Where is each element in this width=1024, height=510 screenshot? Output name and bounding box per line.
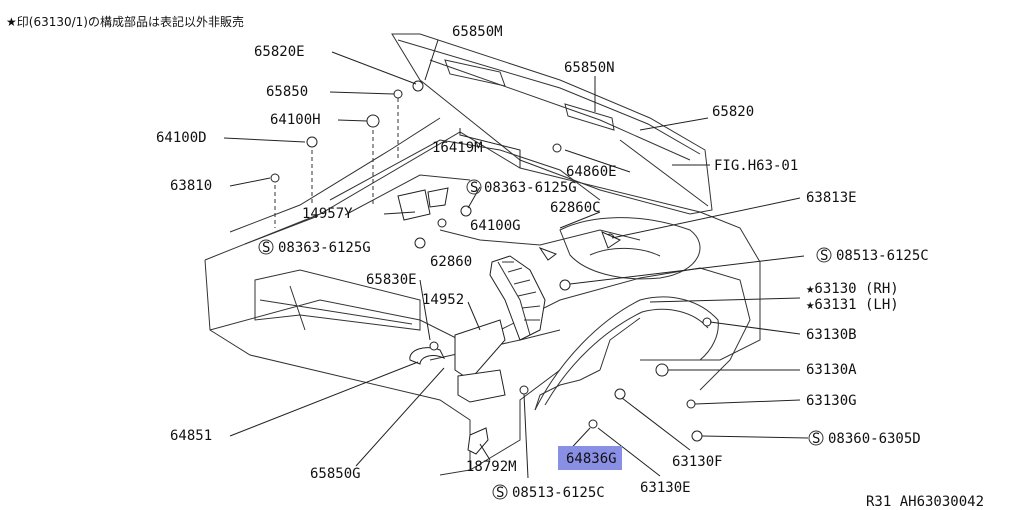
svg-text:S: S: [812, 431, 820, 447]
callout-64860E: 64860E: [566, 164, 617, 180]
callout-18792M: 18792M: [466, 459, 517, 475]
sales-note: ★印(63130/1)の構成部品は表記以外非販売: [6, 14, 244, 29]
reference-code: R31 AH63030042: [866, 494, 984, 510]
callout-14957Y: 14957Y: [302, 206, 353, 222]
leader-lines: [223, 39, 809, 479]
callout-64836G: 64836G: [566, 451, 617, 467]
circled-s-icon: [808, 430, 824, 446]
callout-63130G: 63130G: [806, 393, 857, 409]
callout-65850G: 65850G: [310, 466, 361, 482]
callout-64100D: 64100D: [156, 130, 207, 146]
callout-65820: 65820: [712, 104, 754, 120]
callout-fig-ref: FIG.H63-01: [714, 158, 798, 174]
callout-63130B: 63130B: [806, 327, 857, 343]
callout-08513-6125C-upper: 08513-6125C: [836, 248, 929, 264]
vehicle-illustration: [204, 33, 761, 476]
callout-65850M: 65850M: [452, 24, 503, 40]
callout-08513-6125C-lower: 08513-6125C: [512, 485, 605, 501]
circled-s-icon: [816, 247, 832, 263]
highlight-box: [558, 446, 622, 470]
callout-65830E: 65830E: [366, 272, 417, 288]
callout-08360-6305D: 08360-6305D: [828, 431, 921, 447]
callout-63810: 63810: [170, 178, 212, 194]
circled-s-icon: [466, 179, 482, 195]
callout-labels: 65850M 65820E 65850N 65850 65820 64100H …: [156, 24, 984, 510]
svg-text:S: S: [496, 485, 504, 501]
callout-62860: 62860: [430, 254, 472, 270]
callout-65850N: 65850N: [564, 60, 615, 76]
svg-text:S: S: [262, 240, 270, 256]
callout-65850: 65850: [266, 84, 308, 100]
callout-63131-lh: ★63131 (LH): [806, 297, 899, 313]
callout-16419M: 16419M: [432, 140, 483, 156]
standard-part-markers: S S S S S: [258, 179, 832, 501]
callout-14952: 14952: [422, 292, 464, 308]
callout-63130-rh: ★63130 (RH): [806, 281, 899, 297]
callout-64100G: 64100G: [470, 218, 521, 234]
svg-text:S: S: [470, 180, 478, 196]
callout-08363-6125G-upper: 08363-6125G: [484, 180, 577, 196]
callout-63130A: 63130A: [806, 362, 857, 378]
callout-62860C: 62860C: [550, 200, 601, 216]
callout-63130F: 63130F: [672, 454, 723, 470]
callout-65820E: 65820E: [254, 44, 305, 60]
svg-text:S: S: [820, 248, 828, 264]
callout-63130E: 63130E: [640, 480, 691, 496]
callout-63813E: 63813E: [806, 190, 857, 206]
callout-08363-6125G-lower: 08363-6125G: [278, 240, 371, 256]
callout-64100H: 64100H: [270, 112, 321, 128]
callout-64851: 64851: [170, 428, 212, 444]
circled-s-icon: [492, 484, 508, 500]
circled-s-icon: [258, 239, 274, 255]
